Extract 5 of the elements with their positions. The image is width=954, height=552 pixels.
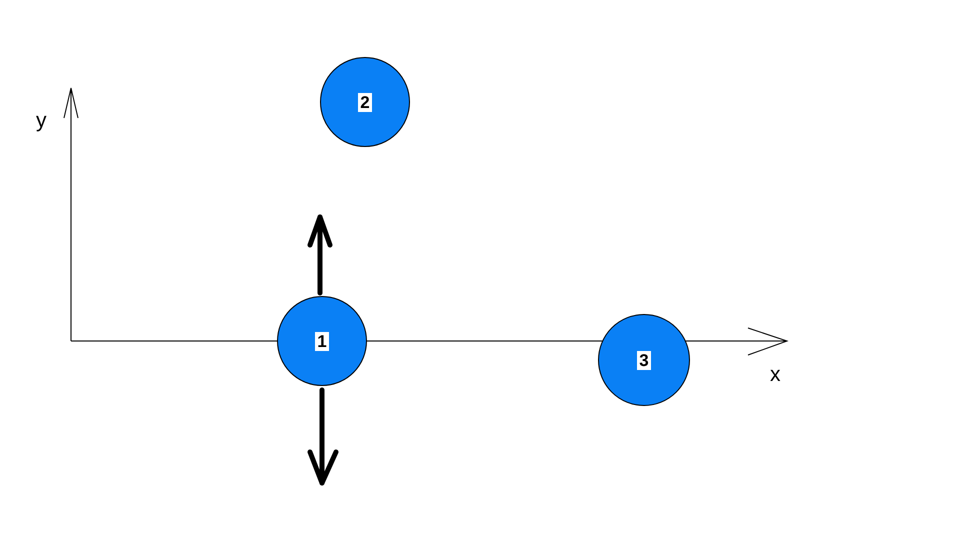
ball-number: 3	[637, 350, 651, 370]
ball-number: 1	[315, 332, 329, 350]
axis-label: x	[770, 364, 780, 385]
axis-label: y	[36, 110, 46, 131]
ball-number: 2	[358, 92, 372, 112]
